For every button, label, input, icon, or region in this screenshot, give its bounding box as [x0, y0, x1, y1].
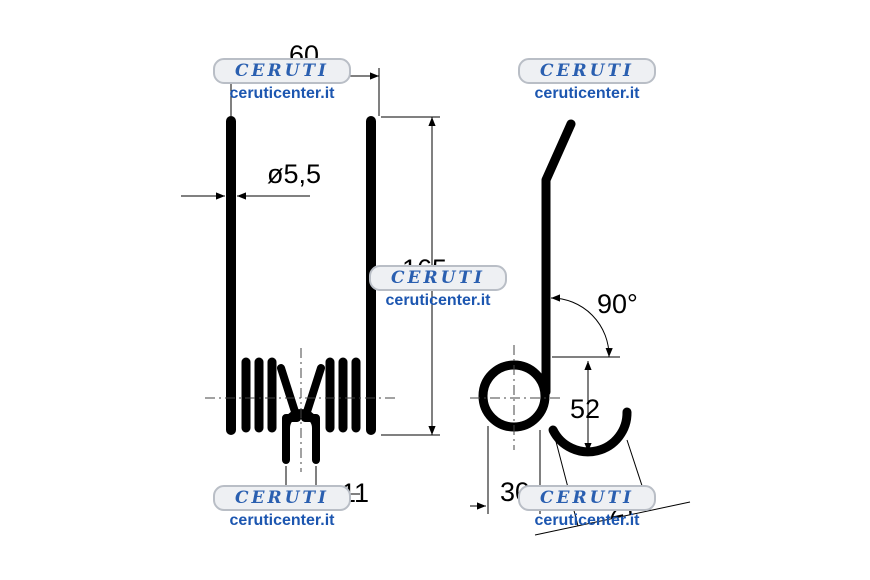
front-view	[226, 116, 376, 464]
side-hook	[548, 407, 632, 457]
ceruti-logo: CERUTI	[518, 485, 656, 511]
dim-hook-drop: 52	[570, 394, 600, 424]
ceruti-logo: CERUTI	[213, 485, 351, 511]
watermark-bottom-right: CERUTI ceruticenter.it	[517, 485, 657, 530]
watermark-top-left: CERUTI ceruticenter.it	[212, 58, 352, 103]
left-coil-winds	[241, 357, 277, 433]
right-coil-winds	[325, 357, 361, 433]
watermark-url: ceruticenter.it	[534, 85, 640, 102]
watermark-bottom-left: CERUTI ceruticenter.it	[212, 485, 352, 530]
watermark-url: ceruticenter.it	[229, 512, 335, 529]
ceruti-logo: CERUTI	[369, 265, 507, 291]
ceruti-logo: CERUTI	[213, 58, 351, 84]
front-centerlines	[205, 348, 398, 472]
watermark-url: ceruticenter.it	[385, 292, 491, 309]
dim-wire-diameter: ø5,5	[267, 159, 321, 189]
watermark-top-right: CERUTI ceruticenter.it	[517, 58, 657, 103]
side-centerlines	[470, 345, 560, 450]
watermark-url: ceruticenter.it	[534, 512, 640, 529]
ceruti-logo: CERUTI	[518, 58, 656, 84]
watermark-center: CERUTI ceruticenter.it	[368, 265, 508, 310]
dim-angle: 90°	[597, 289, 638, 319]
watermark-url: ceruticenter.it	[229, 85, 335, 102]
side-tine	[541, 119, 576, 397]
